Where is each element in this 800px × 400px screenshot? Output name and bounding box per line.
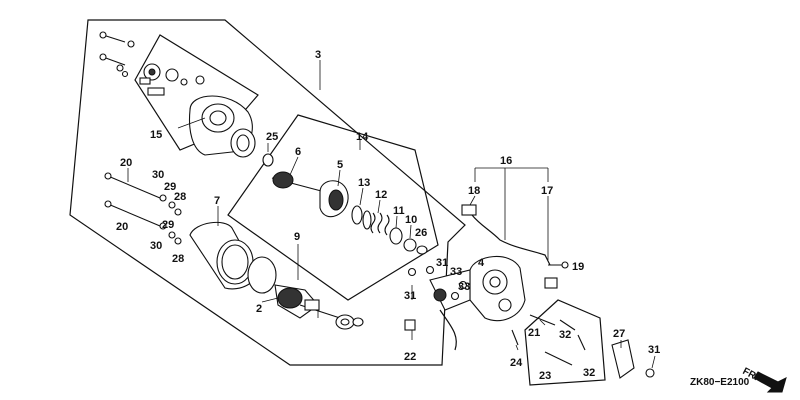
callout-22: 22 <box>404 351 416 363</box>
callout-28-b: 28 <box>172 253 184 265</box>
callout-9: 9 <box>294 231 300 243</box>
brush-holder-parts <box>139 63 205 96</box>
callout-24: 24 <box>510 357 523 369</box>
clip-27 <box>611 339 655 379</box>
pinion-clutch <box>271 171 349 218</box>
bracket-frame <box>524 299 606 386</box>
callout-33-a: 33 <box>450 266 462 278</box>
callout-25: 25 <box>266 131 278 143</box>
callout-17: 17 <box>541 185 553 197</box>
callout-20-a: 20 <box>120 157 132 169</box>
callout-7: 7 <box>214 195 220 207</box>
callout-30-a: 30 <box>152 169 164 181</box>
washer-25 <box>262 153 274 167</box>
callout-31-b: 31 <box>404 290 416 302</box>
callout-3: 3 <box>315 49 321 61</box>
mount-bolts <box>511 314 586 366</box>
callout-19: 19 <box>572 261 584 273</box>
callout-labels: 3 15 25 14 6 5 13 12 11 10 26 20 30 29 2… <box>116 49 660 382</box>
callout-26: 26 <box>415 227 427 239</box>
callout-6: 6 <box>295 146 301 158</box>
through-bolts <box>104 172 161 227</box>
terminal-nuts <box>404 265 468 331</box>
callout-14: 14 <box>356 131 369 143</box>
motor-yoke <box>189 221 257 290</box>
spring-washer-stack <box>351 205 428 255</box>
drive-housing <box>429 255 526 322</box>
callout-33-b: 33 <box>458 281 470 293</box>
callout-23: 23 <box>539 370 551 382</box>
end-cover <box>188 95 256 158</box>
callout-29-a: 29 <box>164 181 176 193</box>
nut-washer-set <box>159 194 182 245</box>
o-ring-9 <box>247 256 277 294</box>
callout-4: 4 <box>478 257 485 269</box>
callout-27: 27 <box>613 328 625 340</box>
callout-32-b: 32 <box>583 367 595 379</box>
callout-20-b: 20 <box>116 221 128 233</box>
callout-15: 15 <box>150 129 162 141</box>
callout-21: 21 <box>528 327 540 339</box>
callout-2: 2 <box>256 303 262 315</box>
callout-18: 18 <box>468 185 480 197</box>
callout-12: 12 <box>375 189 387 201</box>
front-direction-arrow: FR. <box>741 366 787 393</box>
leader-lines <box>127 60 656 369</box>
bolt-19 <box>548 261 569 269</box>
callout-28-a: 28 <box>174 191 186 203</box>
bolt-set-top <box>99 31 135 78</box>
armature <box>274 284 364 330</box>
callout-29-b: 29 <box>162 219 174 231</box>
inner-frame <box>227 114 439 301</box>
callout-13: 13 <box>358 177 370 189</box>
callout-11: 11 <box>393 205 405 217</box>
callout-31-c: 31 <box>648 344 660 356</box>
diagram-code: ZK80−E2100 <box>690 377 750 388</box>
wire-harness <box>439 204 558 351</box>
assembly-frame <box>69 19 466 366</box>
callout-30-b: 30 <box>150 240 162 252</box>
callout-10: 10 <box>405 214 417 226</box>
callout-32-a: 32 <box>559 329 571 341</box>
callout-16: 16 <box>500 155 512 167</box>
callout-5: 5 <box>337 159 343 171</box>
callout-31-a: 31 <box>436 257 448 269</box>
